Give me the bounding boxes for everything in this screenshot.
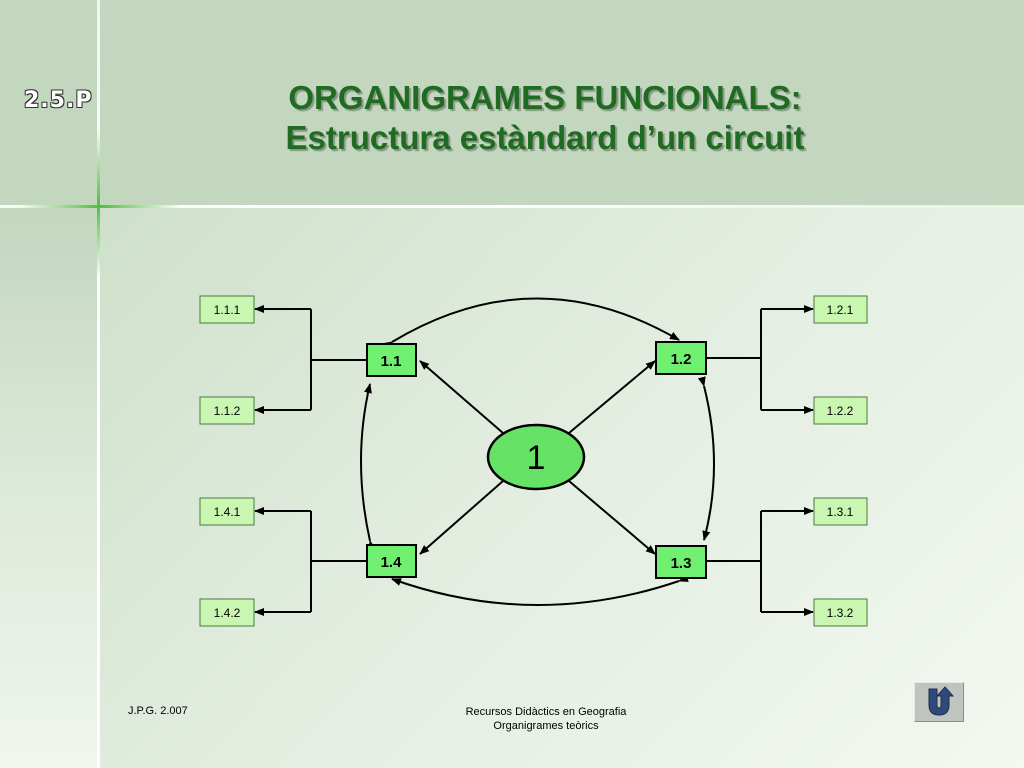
slide-title: ORGANIGRAMES FUNCIONALS: Estructura està… bbox=[150, 78, 940, 158]
arrow-center-to-1-2 bbox=[568, 360, 656, 434]
leaf-1-1-1 bbox=[199, 295, 255, 324]
node-1-2-label: 1.2 bbox=[671, 351, 692, 368]
cross-glow-vertical bbox=[97, 130, 100, 280]
return-button[interactable] bbox=[914, 682, 964, 722]
node-1-4 bbox=[366, 544, 417, 578]
leaf-1-2-1-label: 1.2.1 bbox=[827, 303, 854, 317]
leaf-1-4-2 bbox=[199, 598, 255, 627]
vertical-divider bbox=[97, 0, 100, 768]
arrow-center-to-1-3 bbox=[568, 480, 656, 555]
circuit-arrow-1-2-to-1-3 bbox=[697, 376, 715, 541]
center-node bbox=[486, 423, 586, 491]
leaf-1-4-1 bbox=[199, 497, 255, 526]
horizontal-divider bbox=[0, 205, 1024, 208]
circuit-arrow-1-1-to-1-2 bbox=[382, 297, 680, 351]
circuit-arrow-1-4-to-1-1 bbox=[360, 383, 376, 551]
footer-credits: Recursos Didàctics en Geografia Organigr… bbox=[436, 705, 656, 733]
leaf-1-3-1-label: 1.3.1 bbox=[827, 505, 854, 519]
node-1-2 bbox=[655, 341, 707, 375]
slide-code: 2.5.P bbox=[24, 88, 93, 113]
cross-glow-horizontal bbox=[20, 205, 180, 208]
node-1-1-label: 1.1 bbox=[381, 353, 402, 370]
title-line-2: Estructura estàndard d’un circuit bbox=[285, 119, 805, 156]
node-1-1 bbox=[366, 343, 417, 377]
u-turn-return-icon bbox=[928, 686, 955, 716]
title-line-1: ORGANIGRAMES FUNCIONALS: bbox=[288, 79, 802, 116]
node-1-3-label: 1.3 bbox=[671, 555, 692, 572]
leaf-1-2-1 bbox=[813, 295, 868, 324]
leaf-1-4-1-label: 1.4.1 bbox=[214, 505, 241, 519]
leaf-1-2-2 bbox=[813, 396, 868, 425]
leaf-1-4-2-label: 1.4.2 bbox=[214, 606, 241, 620]
leaf-1-3-1 bbox=[813, 497, 868, 526]
footer-author: J.P.G. 2.007 bbox=[128, 705, 188, 717]
arrow-center-to-1-4 bbox=[419, 480, 504, 555]
leaf-1-1-1-label: 1.1.1 bbox=[214, 303, 241, 317]
leaf-1-3-2 bbox=[813, 598, 868, 627]
center-node-label: 1 bbox=[527, 439, 546, 477]
leaf-1-1-2-label: 1.1.2 bbox=[214, 404, 241, 418]
node-1-4-label: 1.4 bbox=[381, 554, 403, 571]
footer-line-2: Organigrames teòrics bbox=[493, 720, 599, 732]
circuit-arrow-1-3-to-1-4 bbox=[391, 574, 689, 606]
leaf-1-1-2 bbox=[199, 396, 255, 425]
arrow-center-to-1-1 bbox=[419, 360, 504, 434]
node-1-3 bbox=[655, 545, 707, 579]
left-strip bbox=[0, 207, 98, 768]
header-band bbox=[0, 0, 1024, 207]
leaf-1-2-2-label: 1.2.2 bbox=[827, 404, 854, 418]
leaf-1-3-2-label: 1.3.2 bbox=[827, 606, 854, 620]
footer-line-1: Recursos Didàctics en Geografia bbox=[465, 706, 627, 718]
